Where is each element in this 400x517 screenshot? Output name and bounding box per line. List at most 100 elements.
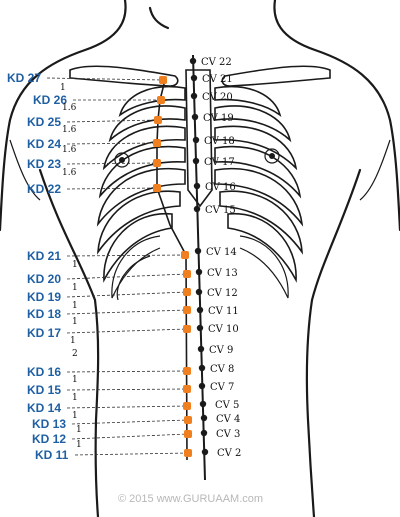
kd-21-point[interactable]	[181, 251, 189, 259]
distance-label: 1	[70, 336, 76, 346]
cv-2-label: CV 2	[217, 448, 241, 459]
cv-22-point[interactable]	[189, 57, 197, 65]
clavicles	[69, 65, 331, 87]
cv-meridian-line	[192, 54, 206, 481]
distance-label: 1	[72, 301, 78, 311]
kd-22-point[interactable]	[153, 184, 161, 192]
kd-23-label: KD 23	[27, 157, 61, 171]
kd-24-guide	[66, 142, 158, 145]
cv-13-point[interactable]	[195, 268, 203, 276]
kd-23-guide	[66, 162, 158, 165]
distance-label: 1.6	[62, 103, 77, 113]
distance-label: 1	[72, 375, 78, 385]
cv-14-point[interactable]	[194, 247, 202, 255]
distance-label: 2	[72, 349, 78, 359]
distance-label: 1.6	[62, 125, 77, 135]
distance-label: 1	[72, 393, 78, 403]
kd-15-label: KD 15	[27, 383, 61, 397]
cv-2-point[interactable]	[201, 448, 209, 456]
kd-18-point[interactable]	[183, 306, 191, 314]
kd-26-point[interactable]	[157, 96, 165, 104]
distance-label: 1	[72, 283, 78, 293]
kd-20-label: KD 20	[27, 272, 61, 286]
cv-17-point[interactable]	[192, 157, 200, 165]
cv-21-label: CV 21	[202, 74, 233, 85]
kd-24-point[interactable]	[153, 139, 161, 147]
kd-17-point[interactable]	[183, 325, 191, 333]
kd-21-label: KD 21	[27, 249, 61, 263]
cv-20-point[interactable]	[190, 92, 198, 100]
kd-12-point[interactable]	[184, 430, 192, 438]
kd-13-guide	[71, 419, 189, 425]
guide-lines	[46, 77, 189, 456]
cv-4-label: CV 4	[216, 414, 240, 425]
kd-25-point[interactable]	[154, 116, 162, 124]
kd-19-point[interactable]	[183, 288, 191, 296]
kd-17-label: KD 17	[27, 326, 61, 340]
kd-17-guide	[66, 328, 188, 334]
kd-19-label: KD 19	[27, 290, 61, 304]
cv-19-point[interactable]	[191, 113, 199, 121]
cv-22-label: CV 22	[201, 57, 232, 68]
cv-5-point[interactable]	[199, 400, 207, 408]
kd-14-point[interactable]	[183, 402, 191, 410]
kd-12-label: KD 12	[32, 432, 66, 446]
cv-15-point[interactable]	[193, 205, 201, 213]
cv-3-point[interactable]	[200, 429, 208, 437]
cv-11-label: CV 11	[208, 306, 239, 317]
cv-16-point[interactable]	[193, 182, 201, 190]
kd-16-guide	[66, 370, 188, 373]
cv-11-point[interactable]	[196, 306, 204, 314]
kd-24-label: KD 24	[27, 137, 61, 151]
kd-27-guide	[46, 77, 164, 81]
cv-12-point[interactable]	[195, 288, 203, 296]
kd-23-point[interactable]	[153, 159, 161, 167]
kd-15-point[interactable]	[183, 385, 191, 393]
kd-15-guide	[66, 388, 188, 391]
cv-5-label: CV 5	[215, 400, 239, 411]
kd-25-label: KD 25	[27, 115, 61, 129]
kd-16-point[interactable]	[183, 367, 191, 375]
distance-label: 1.6	[62, 168, 77, 178]
kd-11-label: KD 11	[35, 448, 69, 462]
kd-20-point[interactable]	[183, 270, 191, 278]
distance-label: 1	[72, 260, 78, 270]
kd-27-point[interactable]	[159, 76, 167, 84]
cv-14-label: CV 14	[206, 247, 237, 258]
distance-label: 1	[76, 425, 82, 435]
cv-16-label: CV 16	[205, 182, 236, 193]
cv-18-point[interactable]	[192, 136, 200, 144]
kd-13-point[interactable]	[184, 416, 192, 424]
cv-20-label: CV 20	[202, 92, 233, 103]
cv-8-point[interactable]	[198, 364, 206, 372]
kd-18-guide	[66, 309, 188, 315]
kd-11-point[interactable]	[184, 449, 192, 457]
cv-9-point[interactable]	[197, 345, 205, 353]
kd-20-guide	[66, 273, 188, 280]
kd-11-guide	[74, 452, 189, 456]
kd-14-label: KD 14	[27, 401, 61, 415]
kd-13-label: KD 13	[32, 417, 66, 431]
distance-label: 1	[76, 440, 82, 450]
copyright-text: © 2015 www.GURUAAM.com	[118, 493, 263, 505]
kd-22-label: KD 22	[27, 182, 61, 196]
distance-label: 1.6	[62, 145, 77, 155]
cv-8-label: CV 8	[210, 364, 234, 375]
cv-3-label: CV 3	[216, 429, 240, 440]
cv-7-point[interactable]	[198, 382, 206, 390]
cv-21-point[interactable]	[190, 74, 198, 82]
cv-10-point[interactable]	[196, 324, 204, 332]
cv-17-label: CV 17	[204, 157, 235, 168]
kd-14-guide	[66, 405, 188, 409]
cv-13-label: CV 13	[207, 268, 238, 279]
cv-18-label: CV 18	[204, 136, 235, 147]
distance-label: 1	[60, 83, 66, 93]
cv-10-label: CV 10	[208, 324, 239, 335]
cv-9-label: CV 9	[209, 345, 233, 356]
cv-4-point[interactable]	[200, 414, 208, 422]
kd-26-label: KD 26	[33, 93, 67, 107]
